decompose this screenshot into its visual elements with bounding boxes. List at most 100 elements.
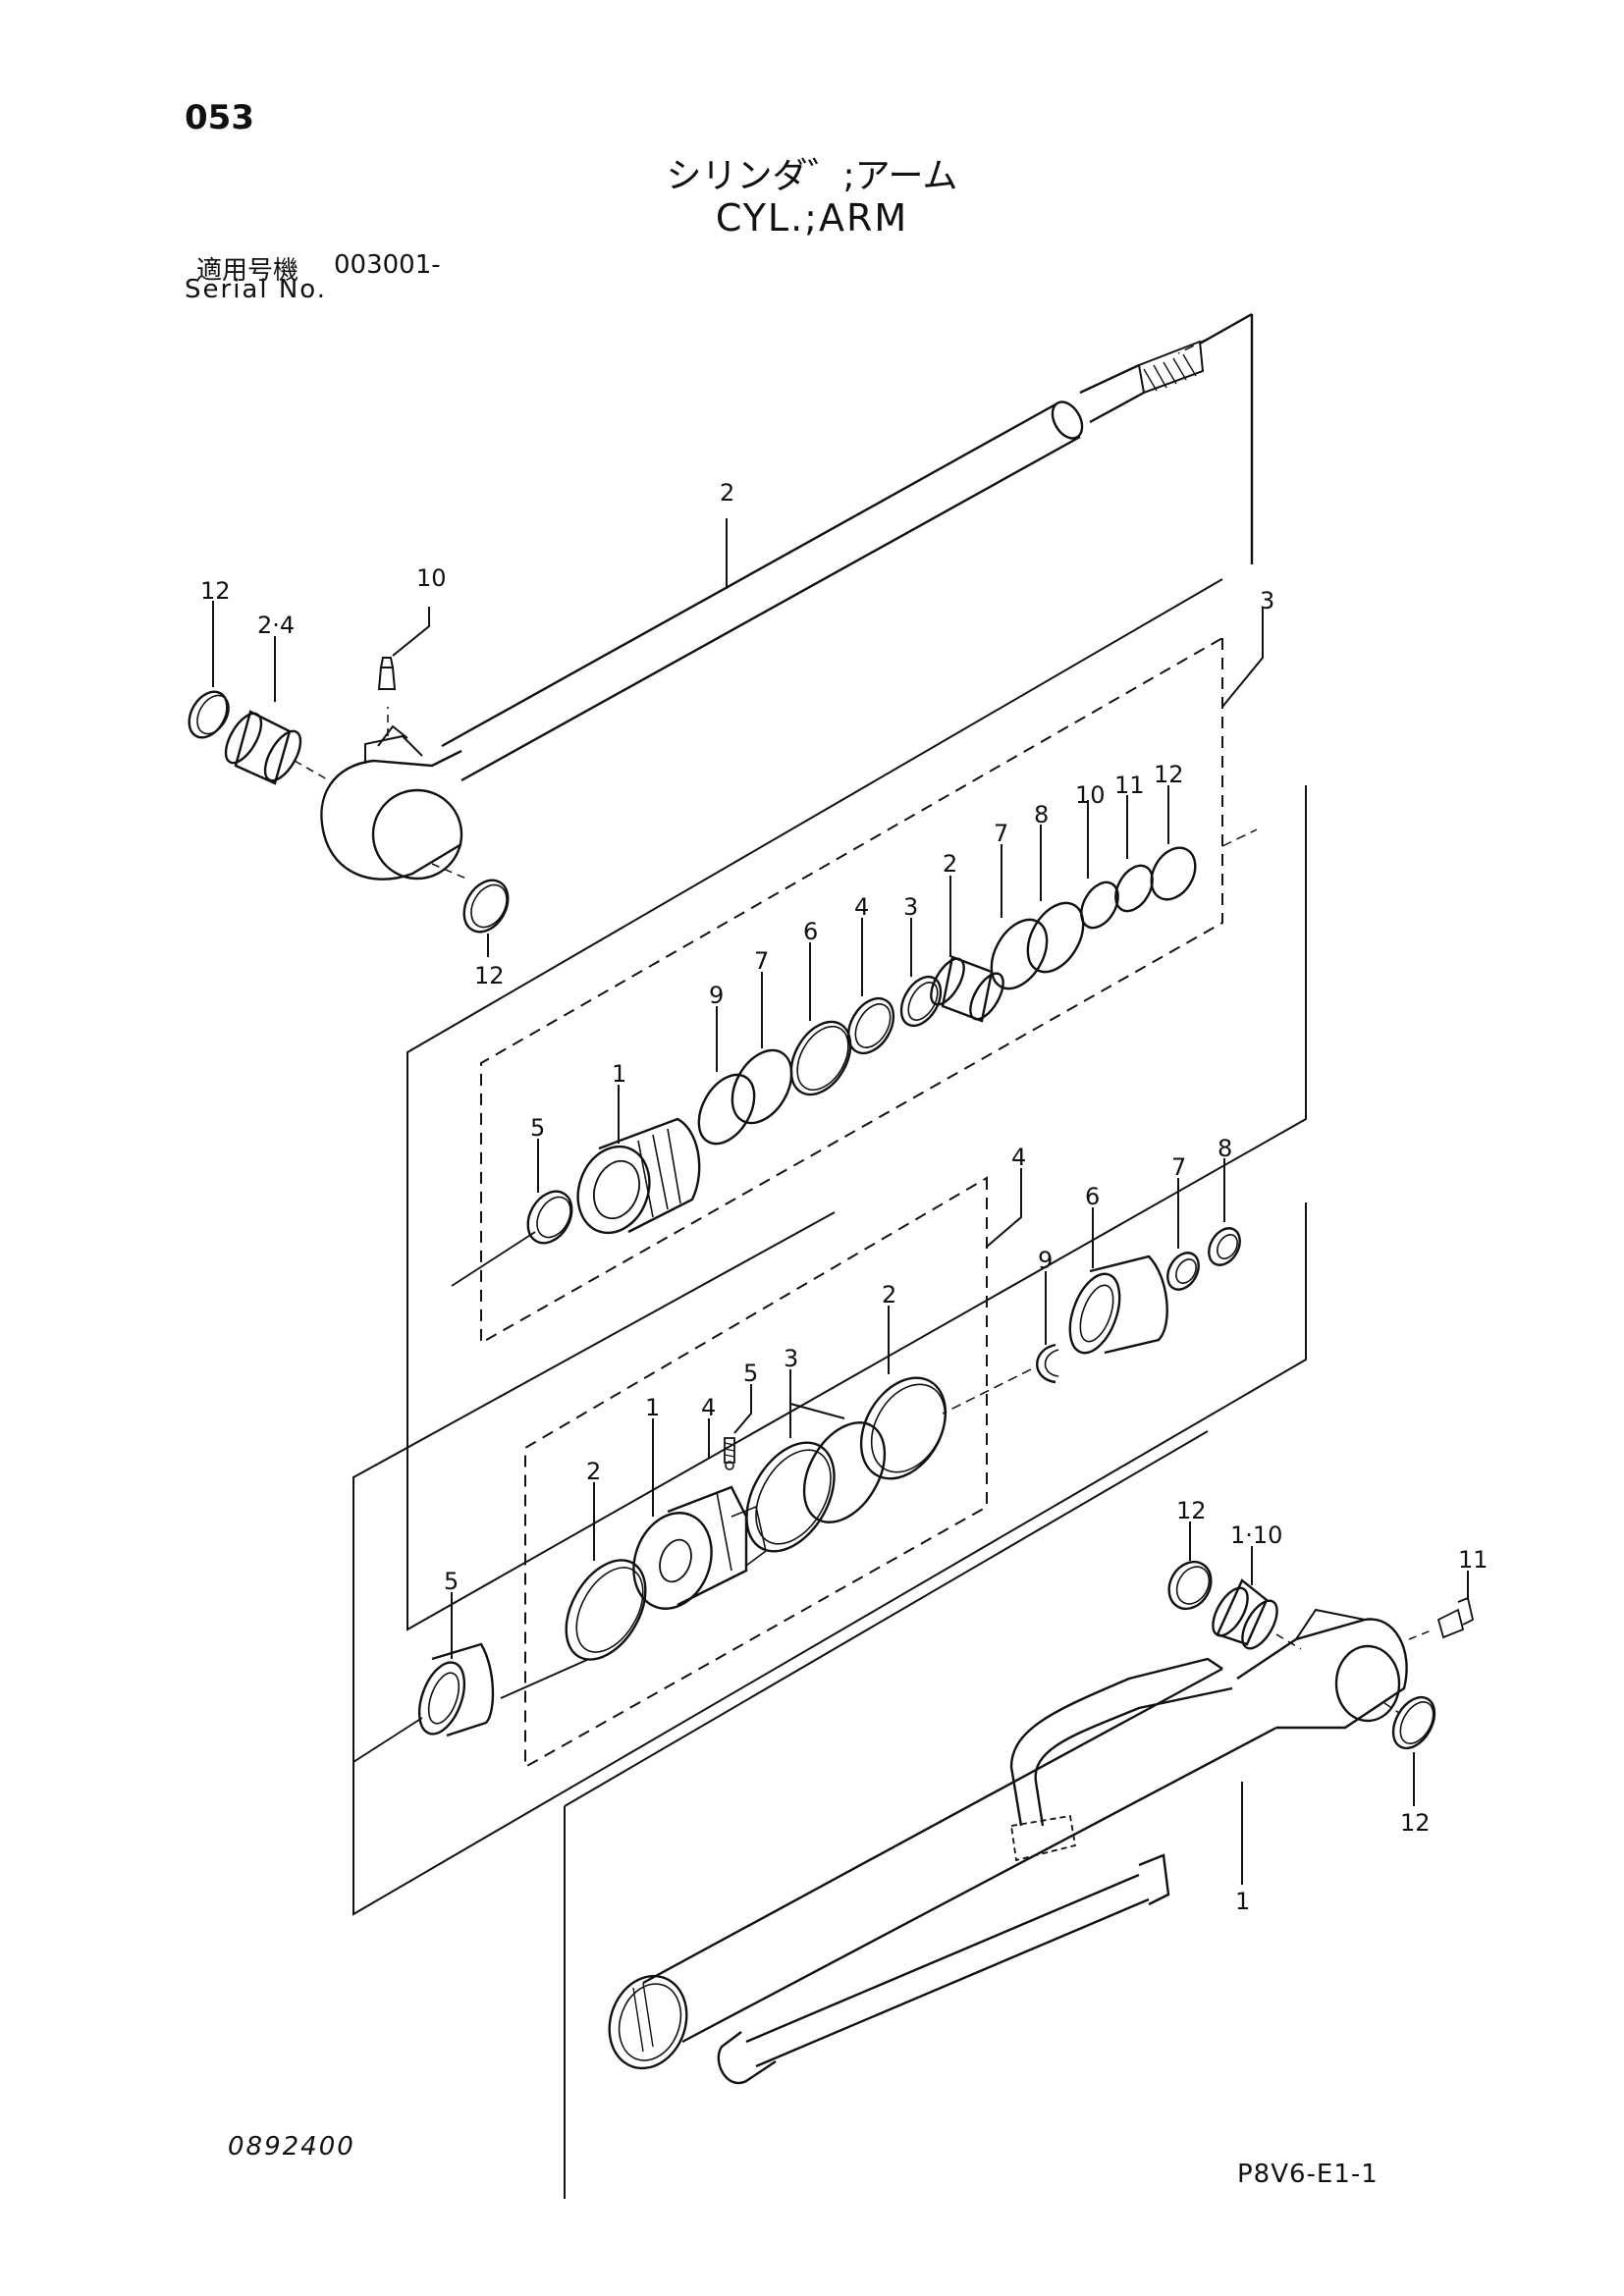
- tube-ring-b-icon: [1391, 1695, 1436, 1750]
- ring-centerline: [431, 863, 467, 880]
- piston-icon: [667, 1485, 748, 1607]
- piston-ball-icon: [725, 1461, 734, 1470]
- seal-ring-12-icon: [1150, 846, 1197, 901]
- callout-tube-ring-12b: 12: [1400, 1809, 1431, 1837]
- page-number: 053: [185, 98, 254, 137]
- callout-pk-ring-2a: 2: [882, 1281, 896, 1308]
- seal-kit-dashed-frame: [480, 636, 1223, 1345]
- callout-tube-ring-12a: 12: [1176, 1497, 1207, 1524]
- callout-pk-piston-1: 1: [645, 1394, 660, 1421]
- piston-collar-icon: [1166, 1252, 1200, 1291]
- callout-sk-ring-6: 6: [803, 918, 818, 945]
- callout-sk-ring-10: 10: [1075, 781, 1106, 809]
- rod-grease-nipple-icon: [377, 667, 397, 690]
- seal-ring-11-icon: [1114, 864, 1154, 913]
- serial-label-english: Serial No.: [185, 275, 327, 304]
- seal-ring-5-icon: [526, 1190, 573, 1245]
- callout-labels: 2 10 12 2·4 12 3 12 11 10 8 7 2 3 4 6 7 …: [200, 479, 1489, 1915]
- drawing-number: 0892400: [228, 2132, 355, 2162]
- callout-pk-screw-5: 5: [743, 1360, 758, 1387]
- piston-nut-icon: [1208, 1227, 1241, 1266]
- callout-sk-ring-7b: 7: [754, 947, 769, 975]
- rod-eye-bore: [371, 788, 463, 881]
- seal-ring-3-icon: [899, 975, 943, 1028]
- serial-label-japanese: 適用号機: [196, 256, 299, 286]
- rod-eye-outer: [320, 749, 462, 881]
- title-japanese: シリンダ゛;アーム: [666, 156, 958, 196]
- callout-tube-bushing: 1·10: [1230, 1522, 1282, 1549]
- callout-sk-ring-8: 8: [1034, 801, 1049, 828]
- seal-kit-outer-frame: [406, 578, 1307, 1631]
- title-english: CYL.;ARM: [715, 196, 909, 240]
- callout-seal-kit: 3: [1260, 587, 1274, 614]
- tube-body: [642, 1667, 1277, 2044]
- rod-body: [441, 402, 1081, 782]
- rod-eye-notch: [377, 724, 408, 747]
- seal-head-icon: [598, 1117, 701, 1234]
- callout-tube: 1: [1235, 1888, 1250, 1915]
- piston-ring-2b-icon: [565, 1559, 647, 1661]
- callout-pk-ball-4: 4: [701, 1394, 716, 1421]
- piston-ring-3-icon: [802, 1421, 887, 1523]
- callout-pk-cushion-5: 5: [444, 1568, 459, 1595]
- rod-ring-icon: [188, 690, 229, 739]
- piston-cushion-icon: [1089, 1255, 1168, 1355]
- seal-kit-group: [406, 578, 1307, 1631]
- piston-cushion-5-icon: [431, 1642, 495, 1737]
- tube-pipe-a: [1009, 1657, 1223, 1827]
- tube-group: [564, 1430, 1475, 2199]
- piston-kit-dashed-frame: [524, 1176, 988, 1769]
- callout-rod-bushing: 2·4: [257, 612, 295, 639]
- callout-sk-ring-7a: 7: [994, 820, 1008, 847]
- sheet-code: P8V6-E1-1: [1237, 2160, 1379, 2189]
- rod-bushing-icon: [234, 710, 292, 785]
- callout-rod: 2: [720, 479, 734, 507]
- seal-bushing-icon: [941, 955, 994, 1023]
- callout-rod-grease-nipple: 10: [416, 564, 447, 592]
- seal-ring-9-icon: [697, 1073, 756, 1146]
- rod-thread-end: [1137, 340, 1205, 395]
- seal-ring-10-icon: [1080, 881, 1119, 930]
- tube-pipe-b: [745, 1873, 1150, 2068]
- tube-ring-icon: [1167, 1560, 1213, 1611]
- rod-end-cap: [1051, 400, 1084, 440]
- callout-tube-grease-nipple: 11: [1458, 1546, 1489, 1574]
- callout-pk-collar-7: 7: [1171, 1153, 1186, 1181]
- callout-rod-ring-b: 12: [474, 962, 505, 989]
- callout-sk-ring-3: 3: [903, 893, 918, 921]
- piston-kit-outer-frame: [352, 1202, 1307, 1916]
- rod-group: [188, 312, 1254, 957]
- callout-rod-ring-a: 12: [200, 577, 231, 605]
- serial-value: 003001-: [334, 250, 441, 280]
- callout-sk-bushing-2: 2: [943, 850, 957, 878]
- callout-pk-ring-3: 3: [784, 1345, 798, 1372]
- bushing-centerline: [294, 760, 330, 781]
- rod-neck: [1079, 363, 1145, 424]
- seal-ring-7b-icon: [731, 1048, 793, 1125]
- callout-sk-ring-11: 11: [1114, 772, 1145, 799]
- tube-bushing-icon: [1216, 1578, 1269, 1646]
- callout-pk-ring-9: 9: [1038, 1247, 1053, 1274]
- piston-ring-2-icon: [859, 1376, 947, 1480]
- callout-sk-ring-4: 4: [854, 893, 869, 921]
- callout-sk-head-1: 1: [612, 1060, 626, 1088]
- callout-sk-ring-5: 5: [530, 1114, 545, 1142]
- tube-eye-bore: [1334, 1644, 1401, 1723]
- callout-sk-ring-9: 9: [709, 982, 724, 1009]
- rod-centerline: [1177, 338, 1209, 354]
- piston-kit-group: [352, 1158, 1307, 1916]
- tube-grease-nipple-icon: [1436, 1608, 1465, 1639]
- rod-frame-line: [1199, 312, 1254, 564]
- piston-ring-9-icon: [1036, 1343, 1056, 1384]
- seal-ring-7-icon: [990, 918, 1049, 990]
- tube-fitting-icon: [1009, 1814, 1077, 1862]
- callout-pk-nut-8: 8: [1218, 1135, 1232, 1162]
- callout-piston-kit: 4: [1011, 1144, 1026, 1171]
- seal-ring-6-icon: [789, 1020, 852, 1096]
- rod-thread-lines: [1143, 353, 1197, 392]
- seal-ring-4-icon: [846, 996, 895, 1055]
- callout-pk-cushion-6: 6: [1085, 1183, 1100, 1210]
- tube-head-icon: [1236, 1618, 1408, 1730]
- callout-pk-ring-2b: 2: [586, 1458, 601, 1485]
